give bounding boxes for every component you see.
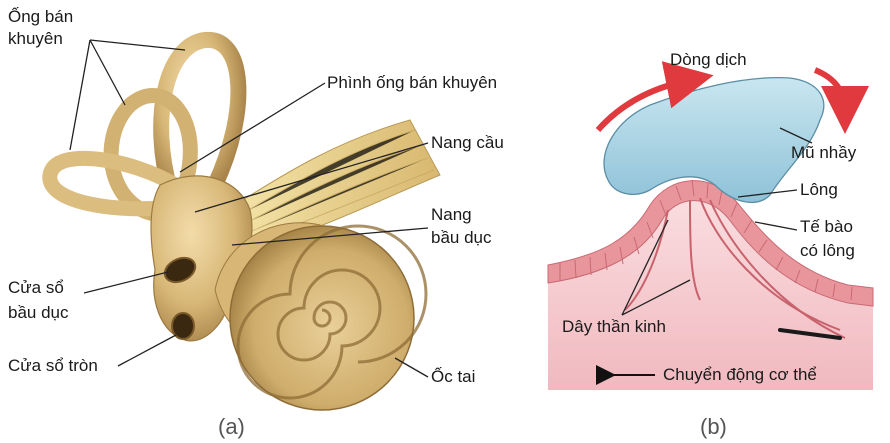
- label-nerve-fibers: Dây thần kinh: [562, 317, 666, 336]
- label-round-window: Cửa sổ tròn: [8, 356, 98, 375]
- label-fluid-flow: Dòng dịch: [670, 50, 747, 69]
- caption-a: (a): [218, 414, 245, 439]
- inner-ear-illustration: [50, 40, 440, 410]
- panel-b: Dòng dịch Mũ nhầy Lông Tế bào có lông Dâ…: [548, 50, 873, 439]
- label-cupula: Mũ nhầy: [791, 143, 857, 162]
- label-hair-cells-line1: Tế bào: [800, 217, 853, 236]
- label-oval-window-line2: bầu dục: [8, 303, 69, 322]
- cochlea: [230, 226, 414, 410]
- label-hairs: Lông: [800, 180, 838, 199]
- panel-a: Ống bán khuyên Phình ống bán khuyên Nang…: [8, 6, 504, 439]
- label-utricle-line1: Nang: [431, 205, 472, 224]
- label-saccule: Nang cầu: [431, 133, 504, 152]
- label-body-movement: Chuyển động cơ thể: [663, 365, 817, 384]
- semicircular-canal-anterior: [161, 40, 238, 190]
- label-hair-cells-line2: có lông: [800, 241, 855, 260]
- label-ampulla: Phình ống bán khuyên: [327, 73, 497, 92]
- label-utricle-line2: bầu dục: [431, 228, 492, 247]
- label-cochlea: Ốc tai: [431, 366, 475, 386]
- label-semicircular-canals-line1: Ống bán: [8, 6, 73, 26]
- label-semicircular-canals-line2: khuyên: [8, 29, 63, 48]
- caption-b: (b): [700, 414, 727, 439]
- label-oval-window-line1: Cửa sổ: [8, 278, 64, 297]
